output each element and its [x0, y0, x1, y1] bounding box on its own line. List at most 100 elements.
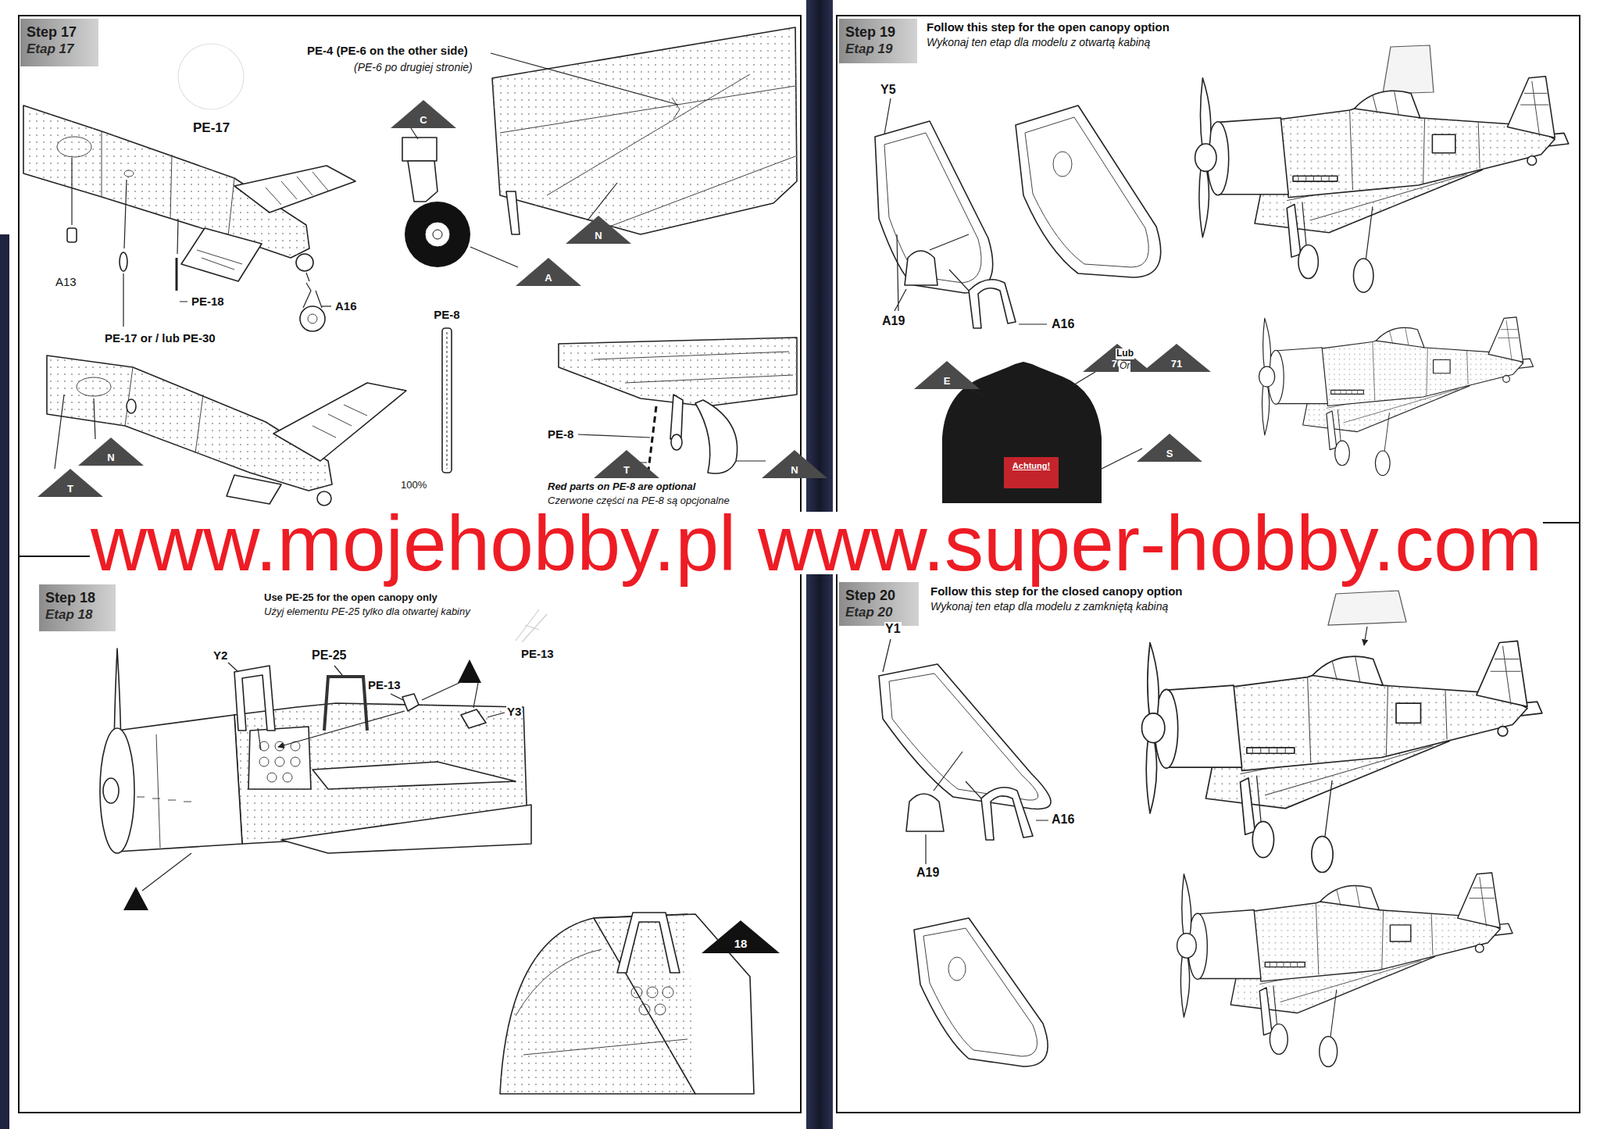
- part-callout: A16: [1050, 812, 1075, 827]
- tail-view-top: [175, 257, 179, 291]
- tail-view-lower: [273, 382, 407, 461]
- triangle-fill: [593, 450, 660, 479]
- cockpit-view: [267, 772, 277, 783]
- antenna-installed-view: [671, 434, 683, 450]
- tail-view-top: [177, 218, 188, 302]
- part-callout: PE-13: [520, 646, 555, 661]
- step-marker-triangle: 18: [701, 920, 780, 954]
- canopy-parts-closed: [948, 957, 966, 981]
- cockpit-detail-view: [662, 986, 674, 998]
- canopy-parts-closed: [889, 673, 1039, 800]
- tail-view-lower: [76, 377, 111, 397]
- part-callout: Y1: [884, 621, 902, 636]
- node-title: S: [1136, 447, 1203, 460]
- part-note: (PE-6 po drugiej stronie): [353, 60, 474, 74]
- node-title: 70: [1082, 357, 1152, 370]
- marker-triangle: N: [565, 215, 632, 244]
- main-gear-part: [402, 137, 437, 161]
- part-callout: Y3: [506, 704, 522, 718]
- canopy-parts-open: [904, 250, 938, 286]
- node-title: E: [914, 375, 980, 387]
- cockpit-view: [103, 778, 119, 804]
- tail-view-top: [124, 170, 134, 177]
- step-instruction: Use PE-25 for the open canopy only: [263, 592, 439, 604]
- triangle-fill: [1142, 343, 1211, 372]
- part-callout: PE-8: [546, 427, 575, 441]
- canopy-parts-closed: [925, 751, 963, 865]
- node-title: T: [37, 482, 104, 495]
- cockpit-view: [324, 676, 368, 731]
- wing-underside-view: [490, 27, 797, 235]
- step-header: Step 19Etap 19: [839, 18, 918, 64]
- canopy-parts-open: [875, 121, 993, 293]
- part-callout: A16: [334, 299, 358, 313]
- step-instruction: Follow this step for the closed canopy o…: [929, 584, 1184, 598]
- sheet-background: [0, 234, 10, 1129]
- cockpit-view: [100, 728, 135, 854]
- marker-triangle: S: [1136, 433, 1203, 462]
- tail-view-top: [307, 314, 318, 324]
- canopy-parts-open: [1015, 105, 1161, 278]
- tail-view-top: [123, 179, 127, 327]
- canopy-parts-closed: [914, 917, 1048, 1067]
- node-title: A: [515, 271, 582, 284]
- tail-view-lower: [46, 355, 333, 491]
- wing-underside-view: [587, 182, 618, 221]
- wing-underside-view: [490, 53, 679, 105]
- cockpit-view: [234, 665, 275, 731]
- part-callout: A13: [54, 275, 78, 289]
- marker-triangle: E: [914, 360, 980, 390]
- canopy-parts-closed: [906, 793, 944, 832]
- step-instruction: Wykonaj ten etap dla modelu z zamkniętą …: [929, 600, 1169, 613]
- warning-tag: Achtung!: [1003, 457, 1059, 489]
- canopy-parts-closed: [878, 664, 1051, 809]
- node-title: 18: [701, 936, 780, 950]
- node-title: N: [761, 464, 828, 476]
- part-callout: PE-18: [190, 294, 225, 308]
- tail-view-lower: [125, 367, 204, 454]
- cockpit-view: [457, 659, 482, 683]
- tail-view-lower: [226, 475, 282, 504]
- node-title: N: [565, 229, 632, 242]
- triangle-fill: [78, 437, 144, 466]
- node-title: 71: [1142, 357, 1211, 370]
- cockpit-view: [123, 886, 149, 911]
- page-frame: [18, 15, 1580, 1113]
- cockpit-view: [515, 609, 547, 643]
- canopy-parts-open: [894, 234, 969, 311]
- node-title: Step 17: [26, 23, 93, 41]
- cockpit-view: [312, 761, 516, 790]
- step-header: Step 17Etap 17: [20, 18, 99, 67]
- canopy-parts-open: [1053, 151, 1072, 177]
- antenna-installed-view: [578, 434, 650, 438]
- triangle-fill: [761, 450, 828, 479]
- part-callout: Y5: [879, 82, 897, 97]
- triangle-fill: [1136, 433, 1203, 462]
- paint-option: Lub: [1115, 348, 1135, 360]
- aircraft-view: [1177, 872, 1513, 1067]
- antenna-installed-view: [735, 460, 766, 461]
- canopy-parts-closed: [981, 787, 1033, 840]
- cockpit-view: [402, 693, 419, 711]
- tail-view-top: [67, 228, 77, 243]
- antenna-installed-view: [558, 337, 797, 407]
- cockpit-detail-view: [654, 1003, 666, 1015]
- cockpit-detail-view: [646, 986, 658, 998]
- tail-view-lower: [46, 355, 407, 506]
- canopy-parts-open: [884, 98, 891, 135]
- node-title: Step 18: [45, 589, 110, 607]
- part-callout: PE-4 (PE-6 on the other side): [306, 43, 469, 58]
- node-title: Step 19: [845, 23, 911, 41]
- node-title: C: [390, 114, 457, 126]
- tail-view-lower: [46, 355, 333, 491]
- tail-view-top: [196, 250, 243, 270]
- triangle-fill: [390, 100, 457, 129]
- cockpit-view: [100, 609, 547, 911]
- node-subtitle: Etap 17: [26, 40, 93, 58]
- paint-option: Or: [1118, 360, 1131, 372]
- node-title: N: [78, 451, 144, 464]
- main-gear-part: [407, 160, 438, 202]
- marker-triangle: A: [515, 257, 582, 286]
